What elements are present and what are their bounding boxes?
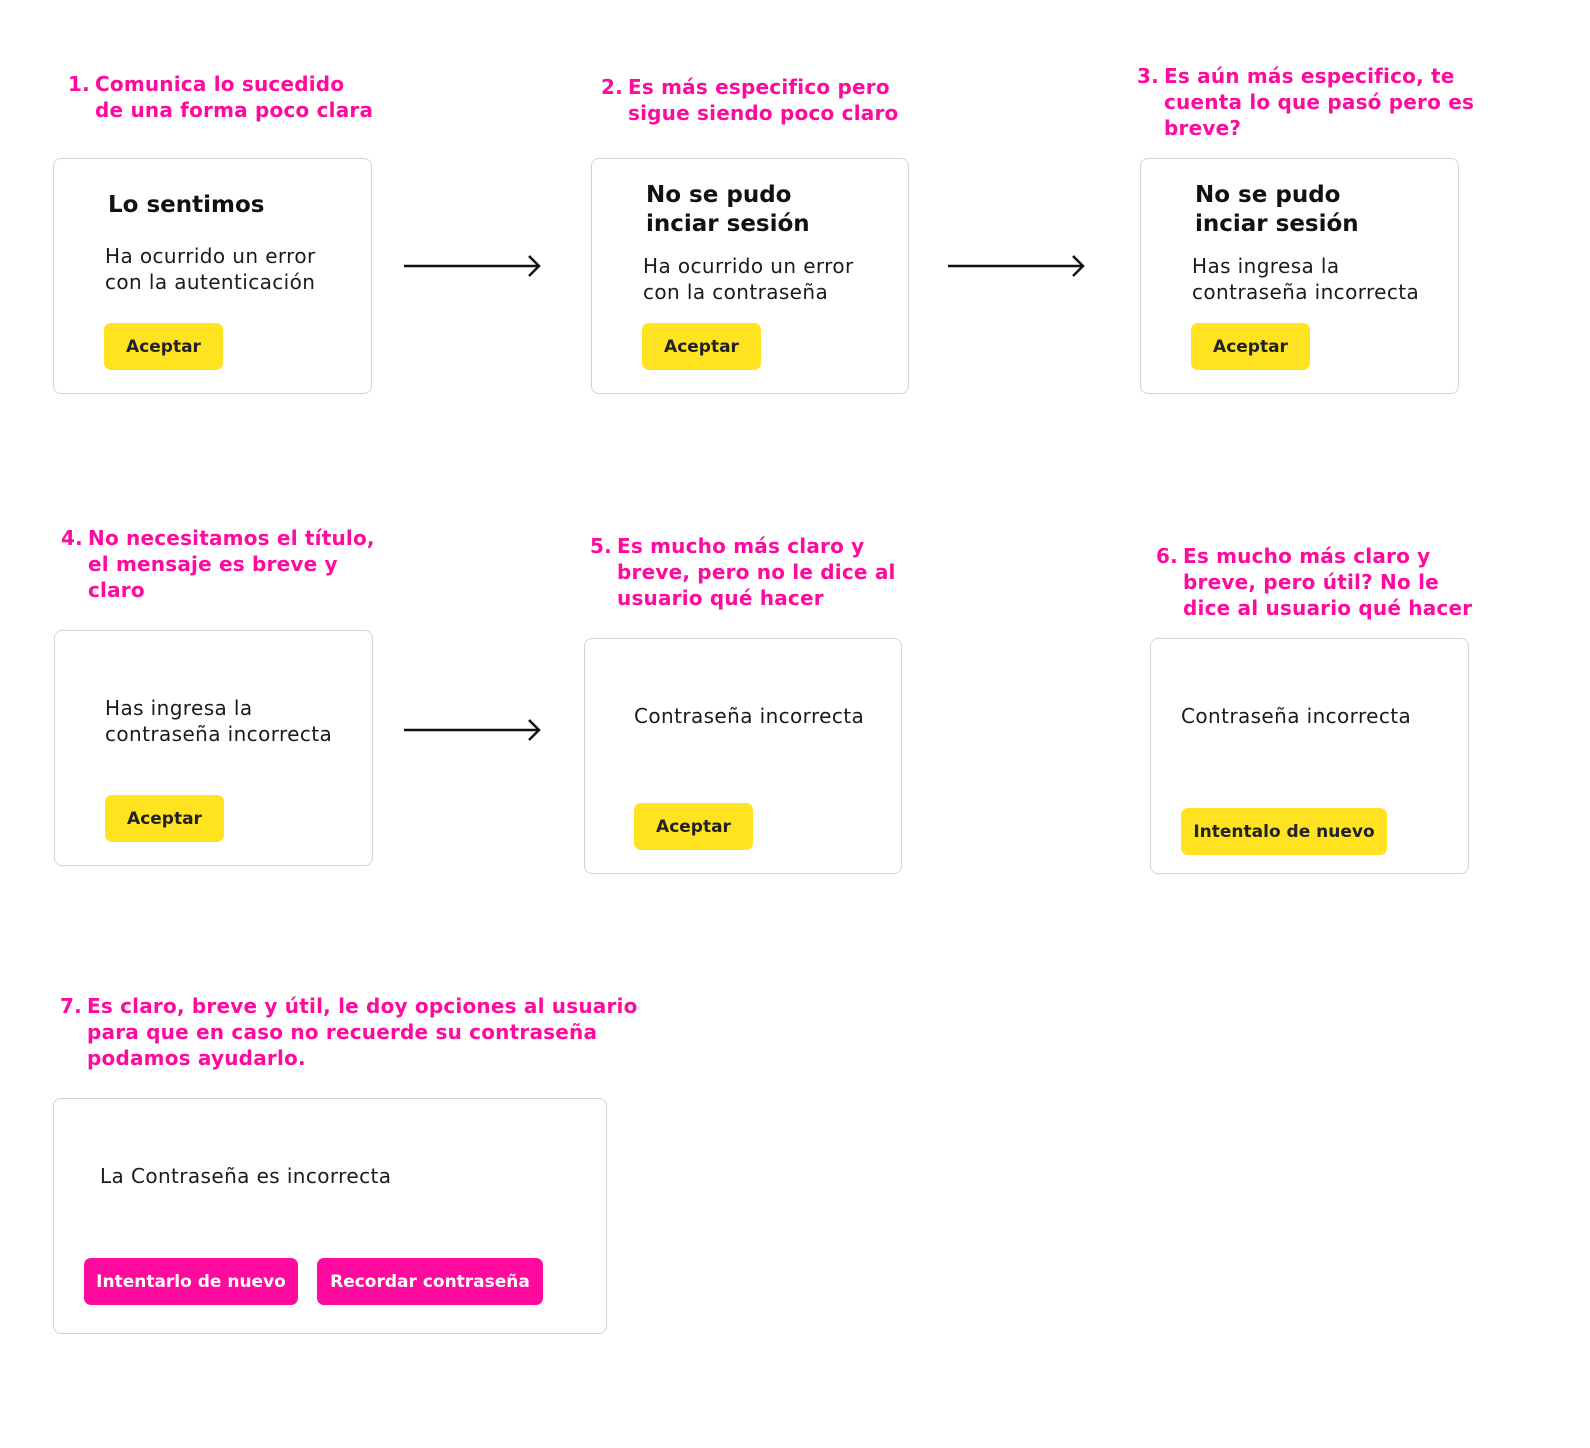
dialog-title: No se pudo inciar sesión [1195,181,1359,239]
step-2-dialog: No se pudo inciar sesión Ha ocurrido un … [591,158,909,394]
caption-line: No necesitamos el título, [88,526,375,550]
message-line: Contraseña incorrecta [634,704,865,728]
caption-line: cuenta lo que pasó pero es [1164,90,1475,114]
step-7-dialog: La Contraseña es incorrecta Intentarlo d… [53,1098,607,1334]
step-7-caption: 7. Es claro, breve y útil, le doy opcion… [60,993,640,1071]
caption-line: Es más especifico pero [628,75,890,99]
arrow-right-icon [948,255,1085,277]
step-number: 1. [68,72,90,96]
caption-line: sigue siendo poco claro [628,101,899,125]
arrow-right-icon [404,719,541,741]
accept-button[interactable]: Aceptar [634,803,753,850]
accept-button[interactable]: Aceptar [104,323,223,370]
step-4-caption: 4. No necesitamos el título, el mensaje … [61,525,381,603]
title-line: No se pudo [1195,182,1341,208]
message-line: con la autenticación [105,270,316,294]
title-line: inciar sesión [1195,211,1359,237]
step-5-caption: 5. Es mucho más claro y breve, pero no l… [590,533,910,611]
caption-line: Comunica lo sucedido [95,72,345,96]
caption-line: usuario qué hacer [617,586,824,610]
step-2-caption: 2. Es más especifico pero sigue siendo p… [601,74,921,126]
caption-line: Es mucho más claro y [617,534,865,558]
caption-line: Es aún más especifico, te [1164,64,1455,88]
message-line: Contraseña incorrecta [1181,704,1412,728]
step-6-dialog: Contraseña incorrecta Intentalo de nuevo [1150,638,1469,874]
dialog-message: Ha ocurrido un error con la autenticació… [105,243,316,295]
step-number: 7. [60,994,82,1018]
arrow-right-icon [404,255,541,277]
try-again-button[interactable]: Intentarlo de nuevo [84,1258,298,1305]
caption-line: Es claro, breve y útil, le doy opciones … [87,994,638,1018]
message-line: Has ingresa la [1192,254,1340,278]
message-line: Has ingresa la [105,696,253,720]
caption-line: dice al usuario qué hacer [1183,596,1473,620]
message-line: con la contraseña [643,280,829,304]
title-line: inciar sesión [646,211,810,237]
step-6-caption: 6. Es mucho más claro y breve, pero útil… [1156,543,1486,621]
step-3-dialog: No se pudo inciar sesión Has ingresa la … [1140,158,1459,394]
caption-line: para que en caso no recuerde su contrase… [87,1020,598,1044]
caption-line: breve, pero útil? No le [1183,570,1439,594]
title-line: Lo sentimos [108,192,265,218]
step-number: 3. [1137,64,1159,88]
caption-line: de una forma poco clara [95,98,374,122]
caption-line: breve? [1164,116,1242,140]
dialog-message: Contraseña incorrecta [634,703,864,729]
dialog-message: Has ingresa la contraseña incorrecta [105,695,332,747]
step-number: 5. [590,534,612,558]
remember-password-button[interactable]: Recordar contraseña [317,1258,543,1305]
step-1-dialog: Lo sentimos Ha ocurrido un error con la … [53,158,372,394]
step-number: 2. [601,75,623,99]
dialog-message: Has ingresa la contraseña incorrecta [1192,253,1419,305]
dialog-message: Ha ocurrido un error con la contraseña [643,253,854,305]
caption-line: Es mucho más claro y [1183,544,1431,568]
dialog-message: Contraseña incorrecta [1181,703,1411,729]
message-line: Ha ocurrido un error [643,254,854,278]
caption-line: podamos ayudarlo. [87,1046,306,1070]
accept-button[interactable]: Aceptar [642,323,761,370]
step-1-caption: 1. Comunica lo sucedido de una forma poc… [68,71,388,123]
accept-button[interactable]: Aceptar [1191,323,1310,370]
step-5-dialog: Contraseña incorrecta Aceptar [584,638,902,874]
step-number: 6. [1156,544,1178,568]
caption-line: claro [88,578,145,602]
title-line: No se pudo [646,182,792,208]
try-again-button[interactable]: Intentalo de nuevo [1181,808,1387,855]
step-4-dialog: Has ingresa la contraseña incorrecta Ace… [54,630,373,866]
caption-line: el mensaje es breve y [88,552,338,576]
step-number: 4. [61,526,83,550]
message-line: contraseña incorrecta [1192,280,1420,304]
dialog-title: Lo sentimos [108,191,264,220]
message-line: contraseña incorrecta [105,722,333,746]
step-3-caption: 3. Es aún más especifico, te cuenta lo q… [1137,63,1477,141]
dialog-message: La Contraseña es incorrecta [100,1163,391,1189]
caption-line: breve, pero no le dice al [617,560,896,584]
accept-button[interactable]: Aceptar [105,795,224,842]
message-line: Ha ocurrido un error [105,244,316,268]
message-line: La Contraseña es incorrecta [100,1164,392,1188]
dialog-title: No se pudo inciar sesión [646,181,810,239]
